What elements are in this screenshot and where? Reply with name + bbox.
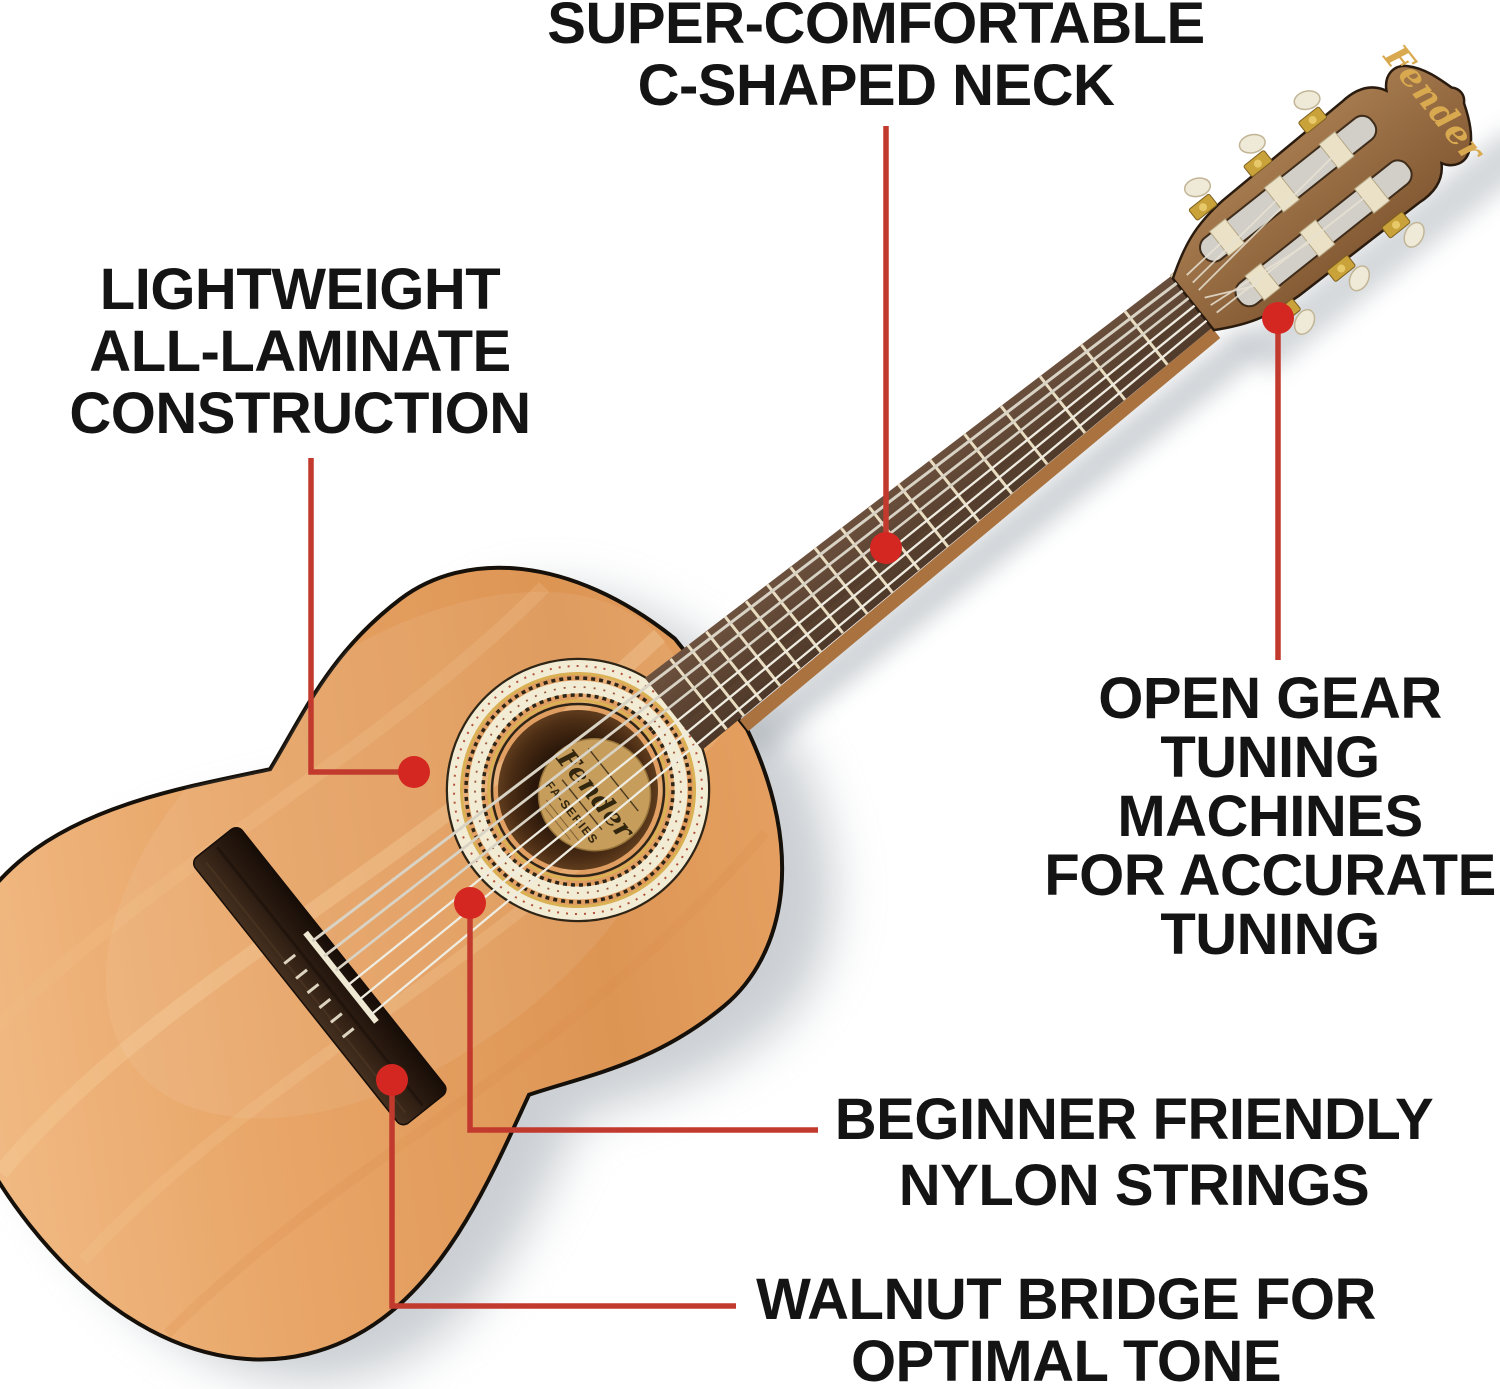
annotation-line: OPTIMAL TONE (850, 1329, 1282, 1389)
callout-dot-bridge (376, 1064, 408, 1096)
annotation-line: LIGHTWEIGHT (99, 257, 501, 322)
callout-dot-construction (398, 756, 430, 788)
callout-lines (308, 126, 1281, 1309)
annotation-line: ALL-LAMINATE (89, 319, 511, 384)
annotation-line: WALNUT BRIDGE FOR (756, 1267, 1376, 1332)
callout-line-construction (308, 458, 402, 775)
annotation-line: BEGINNER FRIENDLY (834, 1087, 1434, 1152)
neck-edge (739, 327, 1221, 732)
soundhole-label: Fender FA-SERIES (537, 737, 652, 852)
annotation-line: TUNING (1160, 725, 1380, 790)
rosette (445, 657, 711, 923)
annotation-line: OPEN GEAR (1098, 666, 1442, 731)
annotation-line: C-SHAPED NECK (637, 53, 1115, 118)
callout-dot-neck (870, 532, 902, 564)
annotation-construction: LIGHTWEIGHT ALL-LAMINATE CONSTRUCTION (69, 257, 531, 446)
annotation-strings: BEGINNER FRIENDLY NYLON STRINGS (834, 1087, 1434, 1219)
callout-line-bridge (389, 1082, 736, 1309)
callout-dots (376, 302, 1294, 1096)
annotation-neck: SUPER-COMFORTABLE C-SHAPED NECK (547, 0, 1205, 118)
annotation-line: NYLON STRINGS (898, 1153, 1370, 1218)
callout-line-strings (467, 905, 818, 1133)
fretboard (644, 276, 1213, 751)
annotation-line: FOR ACCURATE (1044, 843, 1496, 908)
strings (311, 155, 1367, 1016)
headstock-shadow (1241, 127, 1500, 375)
annotation-line: MACHINES (1117, 784, 1423, 849)
annotation-bridge: WALNUT BRIDGE FOR OPTIMAL TONE (756, 1269, 1376, 1389)
annotation-line: SUPER-COMFORTABLE (547, 0, 1205, 56)
fretboard-grain (666, 289, 1207, 735)
callout-dot-tuners (1262, 302, 1294, 334)
annotation-line: TUNING (1160, 902, 1380, 967)
neck-shadow (734, 324, 1266, 758)
annotation-tuners: OPEN GEAR TUNING MACHINES FOR ACCURATE T… (1044, 669, 1496, 964)
string-ties (283, 953, 355, 1039)
annotation-line: CONSTRUCTION (69, 381, 531, 446)
callout-dot-strings (454, 887, 486, 919)
